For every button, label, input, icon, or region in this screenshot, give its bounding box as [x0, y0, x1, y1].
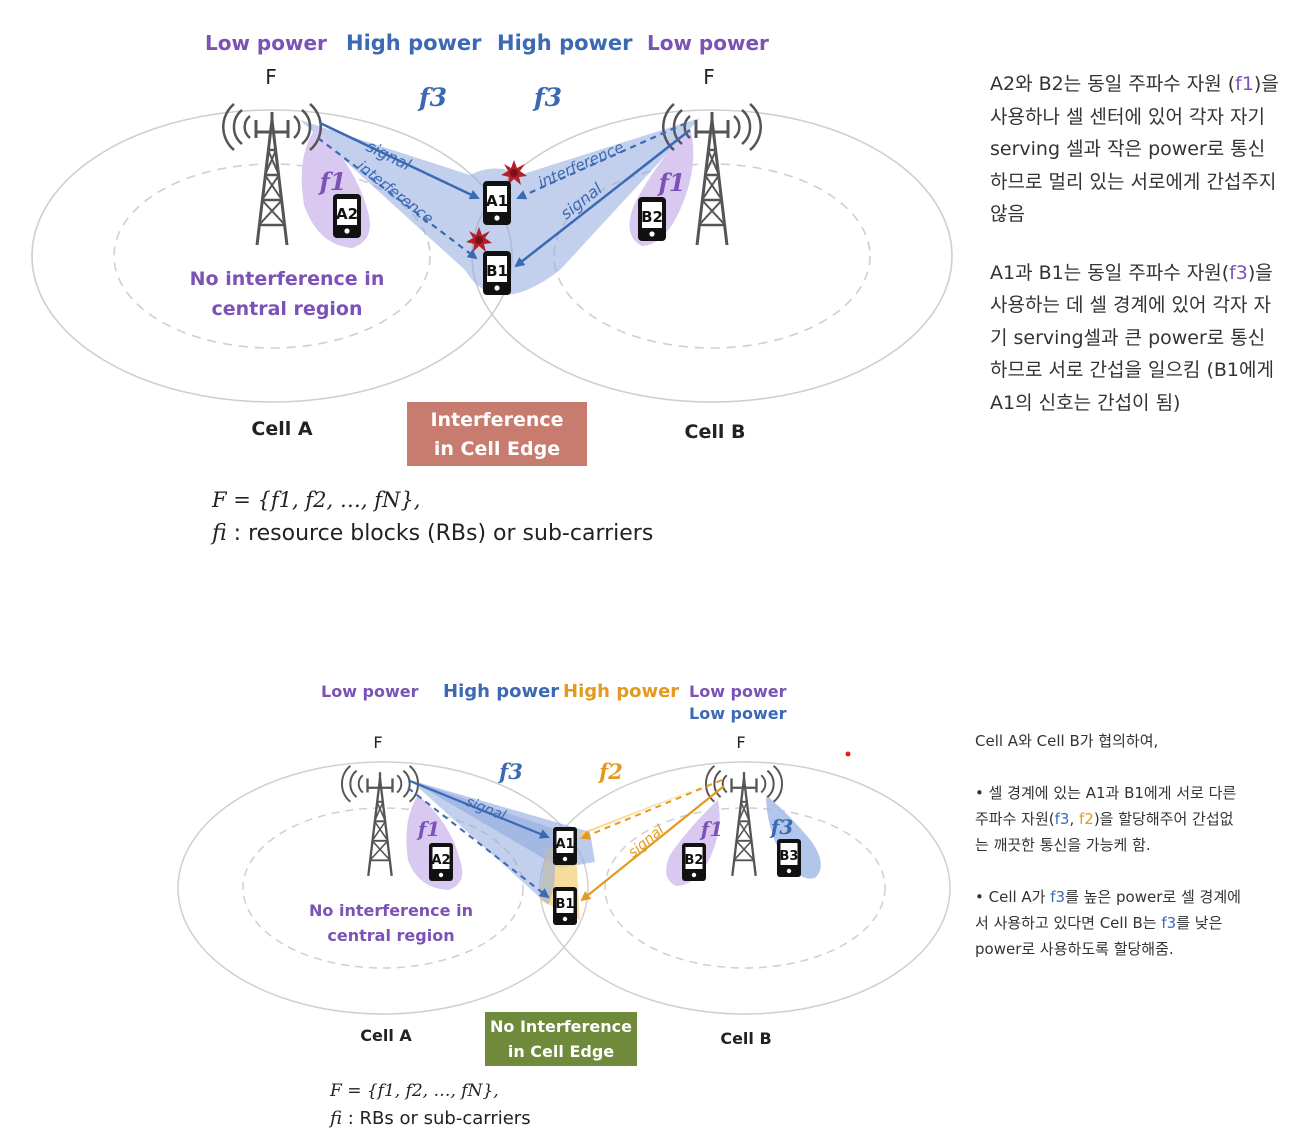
- interference-edge-box: [407, 402, 587, 466]
- cell-a-inner-ellipse: [242, 807, 524, 969]
- top-paragraph-2: A1과 B1는 동일 주파수 자원(f3)을 사용하는 데 셀 경계에 있어 각…: [990, 257, 1280, 420]
- frequency-label: f1: [699, 817, 724, 841]
- top-paragraph-1: A2와 B2는 동일 주파수 자원 (f1)을 사용하나 셀 센터에 있어 각자…: [990, 68, 1280, 231]
- top-signal-arrow-b: [514, 129, 691, 268]
- frequency-label: f3: [497, 759, 523, 784]
- frequency-label: f2: [597, 759, 623, 784]
- low-power-label: Low power: [647, 31, 769, 55]
- f3-lobe-right: [766, 795, 821, 879]
- red-dot-mark: [845, 751, 851, 757]
- frequency-label: f1: [656, 168, 685, 197]
- paragraph-text: )을 할당해주어 간섭없는 깨끗한 통신을 가능케 함.: [975, 810, 1234, 854]
- frequency-label: f3: [417, 83, 447, 112]
- edge-box-label: No Interference: [490, 1017, 632, 1036]
- formula-text: : RBs or sub-carriers: [342, 1108, 531, 1129]
- formula-symbol: fi: [330, 1108, 343, 1129]
- paragraph-text: 를 낮은 power로 사용하도록 할당해줌.: [975, 914, 1223, 958]
- paragraph-text: )을 사용하는 데 셀 경계에 있어 각자 자기 serving셀과 큰 pow…: [990, 261, 1274, 414]
- cell-a-inner-ellipse: [113, 163, 431, 349]
- formula-set-bottom: F = {f1, f2, …, fN},: [330, 1081, 499, 1101]
- bottom-paragraph-1: Cell A와 Cell B가 협의하여,: [975, 732, 1159, 750]
- f3-beam-region: [410, 780, 556, 905]
- central-region-label: No interference in: [309, 901, 473, 920]
- cell-a-outer-ellipse: [177, 761, 589, 1015]
- bottom-dashed-arrow-a: [407, 787, 550, 899]
- frequency-label: f1: [317, 167, 346, 196]
- phone-label: B3: [780, 849, 799, 864]
- tower-label: F: [373, 733, 382, 752]
- cell-label: Cell A: [360, 1026, 412, 1045]
- bottom-paragraph-3: • Cell A가 f3를 높은 power로 셀 경계에서 사용하고 있다면 …: [975, 884, 1245, 962]
- top-interference-arrow-b: [516, 121, 687, 200]
- phone-label: B2: [685, 853, 704, 868]
- bottom-dashed-arrow-b: [580, 779, 723, 840]
- phone-label: A2: [431, 853, 450, 868]
- low-power-label: Low power: [689, 704, 787, 723]
- high-power-label: High power: [497, 31, 633, 55]
- cell-b-inner-ellipse: [604, 807, 886, 969]
- central-region-label: central region: [327, 926, 454, 945]
- edge-box-label: Interference: [430, 409, 563, 431]
- phone-label: B1: [556, 897, 575, 912]
- bottom-paragraph-2: • 셀 경계에 있는 A1과 B1에게 서로 다른 주파수 자원(f3, f2)…: [975, 780, 1245, 858]
- cell-label: Cell A: [251, 418, 312, 440]
- cell-b-inner-ellipse: [553, 163, 871, 349]
- low-power-label: Low power: [321, 682, 419, 701]
- top-signal-arrow-a: [319, 121, 480, 200]
- phone-label: A1: [555, 837, 574, 852]
- paragraph-text: ,: [1069, 810, 1079, 828]
- frequency-label: f3: [532, 83, 562, 112]
- edge-box-label: in Cell Edge: [508, 1042, 614, 1061]
- no-interference-edge-box: [485, 1012, 637, 1066]
- paragraph-text: A2와 B2는 동일 주파수 자원 (: [990, 73, 1236, 95]
- bottom-signal-arrow-a: [409, 779, 550, 839]
- low-power-label: Low power: [205, 31, 327, 55]
- frequency-label: f3: [769, 815, 794, 839]
- tower-label: F: [736, 733, 745, 752]
- bottom-signal-arrow-b: [580, 785, 725, 902]
- formula-symbol: fi: [212, 521, 227, 546]
- cell-b-outer-ellipse: [539, 761, 951, 1015]
- formula-text: : resource blocks (RBs) or sub-carriers: [226, 521, 654, 546]
- keyword-f1: f1: [1235, 73, 1254, 95]
- keyword-f3: f3: [1054, 810, 1070, 828]
- phone-label: B1: [486, 262, 508, 280]
- phone-label: A1: [486, 192, 508, 210]
- tower-label: F: [265, 65, 277, 89]
- keyword-f3: f3: [1161, 914, 1177, 932]
- central-region-label: central region: [211, 298, 362, 320]
- paragraph-text: )을 사용하나 셀 센터에 있어 각자 자기 serving 셀과 작은 pow…: [990, 73, 1279, 225]
- cell-a-outer-ellipse: [31, 109, 513, 403]
- bottom-diagram: A2 A1 B1 B2 B3 Low power High power High…: [177, 681, 951, 1066]
- phone-label: A2: [336, 205, 358, 223]
- top-explanation: A2와 B2는 동일 주파수 자원 (f1)을 사용하나 셀 센터에 있어 각자…: [990, 68, 1280, 445]
- central-region-label: No interference in: [190, 268, 385, 290]
- cell-label: Cell B: [685, 421, 746, 443]
- top-diagram: A2 A1 B1 B2 Low power High power High po…: [31, 31, 953, 466]
- frequency-label: f1: [416, 817, 441, 841]
- formula-def-top: fi : resource blocks (RBs) or sub-carrie…: [212, 521, 653, 546]
- paragraph-text: A1과 B1는 동일 주파수 자원(: [990, 261, 1230, 284]
- bottom-explanation: Cell A와 Cell B가 협의하여, • 셀 경계에 있는 A1과 B1에…: [975, 728, 1245, 988]
- high-power-label: High power: [346, 31, 482, 55]
- edge-box-label: in Cell Edge: [434, 438, 560, 460]
- paragraph-text: 를 높은 power로 셀 경계에서 사용하고 있다면 Cell B는: [975, 888, 1241, 932]
- paragraph-text: • Cell A가: [975, 888, 1051, 906]
- high-power-label: High power: [443, 681, 559, 702]
- formula-set-top: F = {f1, f2, …, fN},: [212, 488, 421, 512]
- tower-label: F: [703, 65, 715, 89]
- keyword-f2: f2: [1079, 810, 1094, 828]
- low-power-label: Low power: [689, 682, 787, 701]
- high-power-label: High power: [563, 681, 679, 702]
- keyword-f3: f3: [1229, 261, 1248, 284]
- phone-label: B2: [641, 208, 663, 226]
- formula-def-bottom: fi : RBs or sub-carriers: [330, 1108, 531, 1129]
- keyword-f3: f3: [1050, 888, 1066, 906]
- cell-label: Cell B: [720, 1029, 771, 1048]
- top-interference-arrow-a: [317, 137, 478, 260]
- paragraph-text: • 셀 경계에 있는 A1과 B1에게 서로 다른 주파수 자원(: [975, 784, 1237, 828]
- tower-a-icon: [340, 764, 420, 878]
